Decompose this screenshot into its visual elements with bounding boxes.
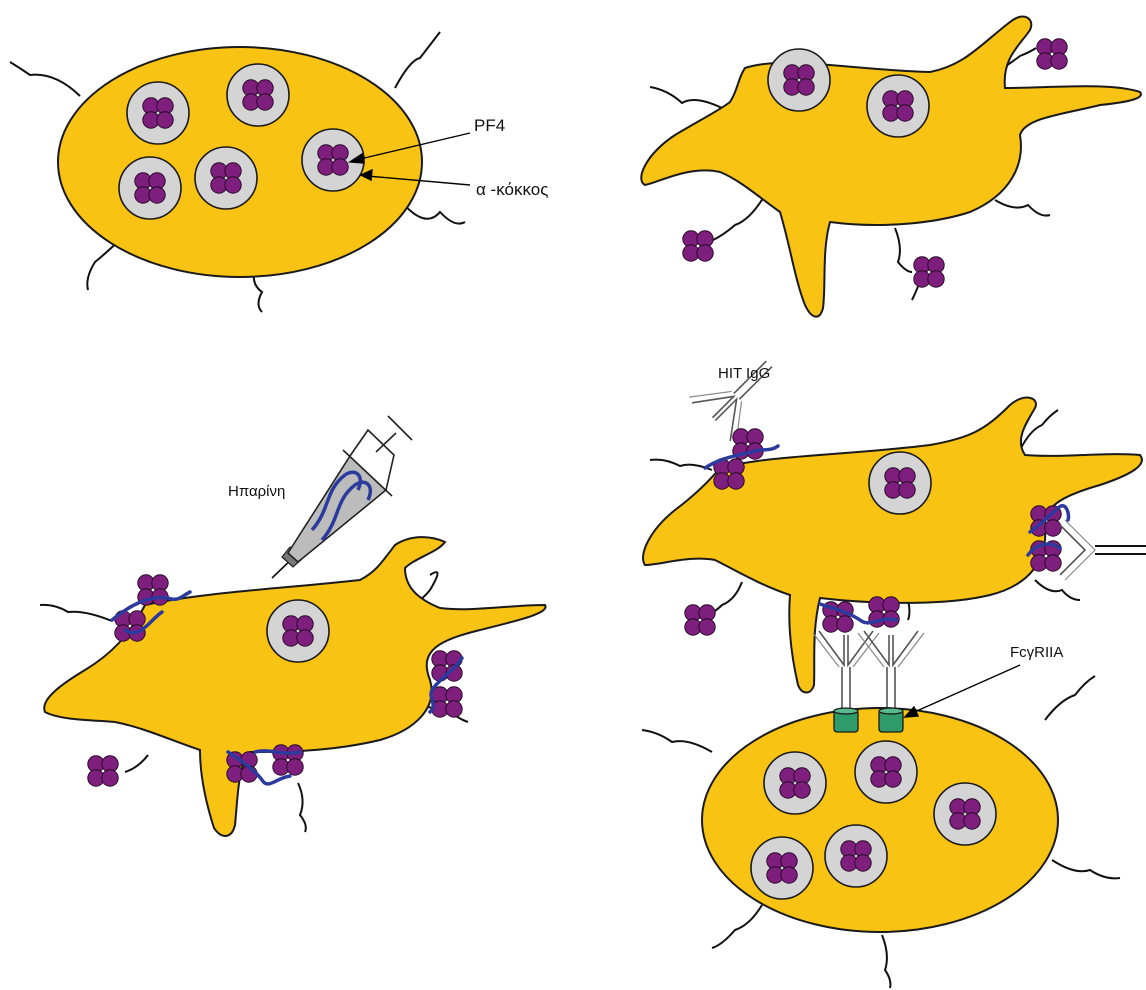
fc-receptor-label: FcγRIIA (1010, 644, 1063, 661)
alpha-granule (867, 75, 929, 137)
alpha-granule (825, 825, 887, 887)
alpha-granule (869, 452, 931, 514)
alpha-granule (127, 82, 189, 144)
hit-igg-antibody (1060, 520, 1146, 580)
panel-heparin-complex: Ηπαρίνη (40, 416, 546, 836)
alpha-granule (855, 741, 917, 803)
released-pf4 (1037, 39, 1067, 69)
platelet-body (44, 537, 545, 836)
alpha-granule-label: α -κόκκος (476, 180, 548, 199)
heparin-label: Ηπαρίνη (228, 483, 285, 500)
alpha-granule (751, 837, 813, 899)
hit-igg-label: HIT IgG (718, 365, 770, 382)
panel-immune-activation: HIT IgG (642, 341, 1146, 988)
alpha-granule (934, 783, 996, 845)
panel-resting-platelet: PF4 α -κόκκος (10, 32, 548, 312)
alpha-granule (267, 600, 329, 662)
bridging-antibodies (813, 631, 924, 713)
alpha-granule (768, 49, 830, 111)
alpha-granule (195, 147, 257, 209)
panel-activated-platelet (641, 17, 1141, 317)
alpha-granule (764, 752, 826, 814)
alpha-granule (119, 157, 181, 219)
alpha-granule (227, 64, 289, 126)
released-pf4 (914, 257, 944, 287)
pf4-label: PF4 (474, 116, 505, 135)
released-pf4 (683, 231, 713, 261)
fc-receptor-arrow (905, 665, 1020, 717)
